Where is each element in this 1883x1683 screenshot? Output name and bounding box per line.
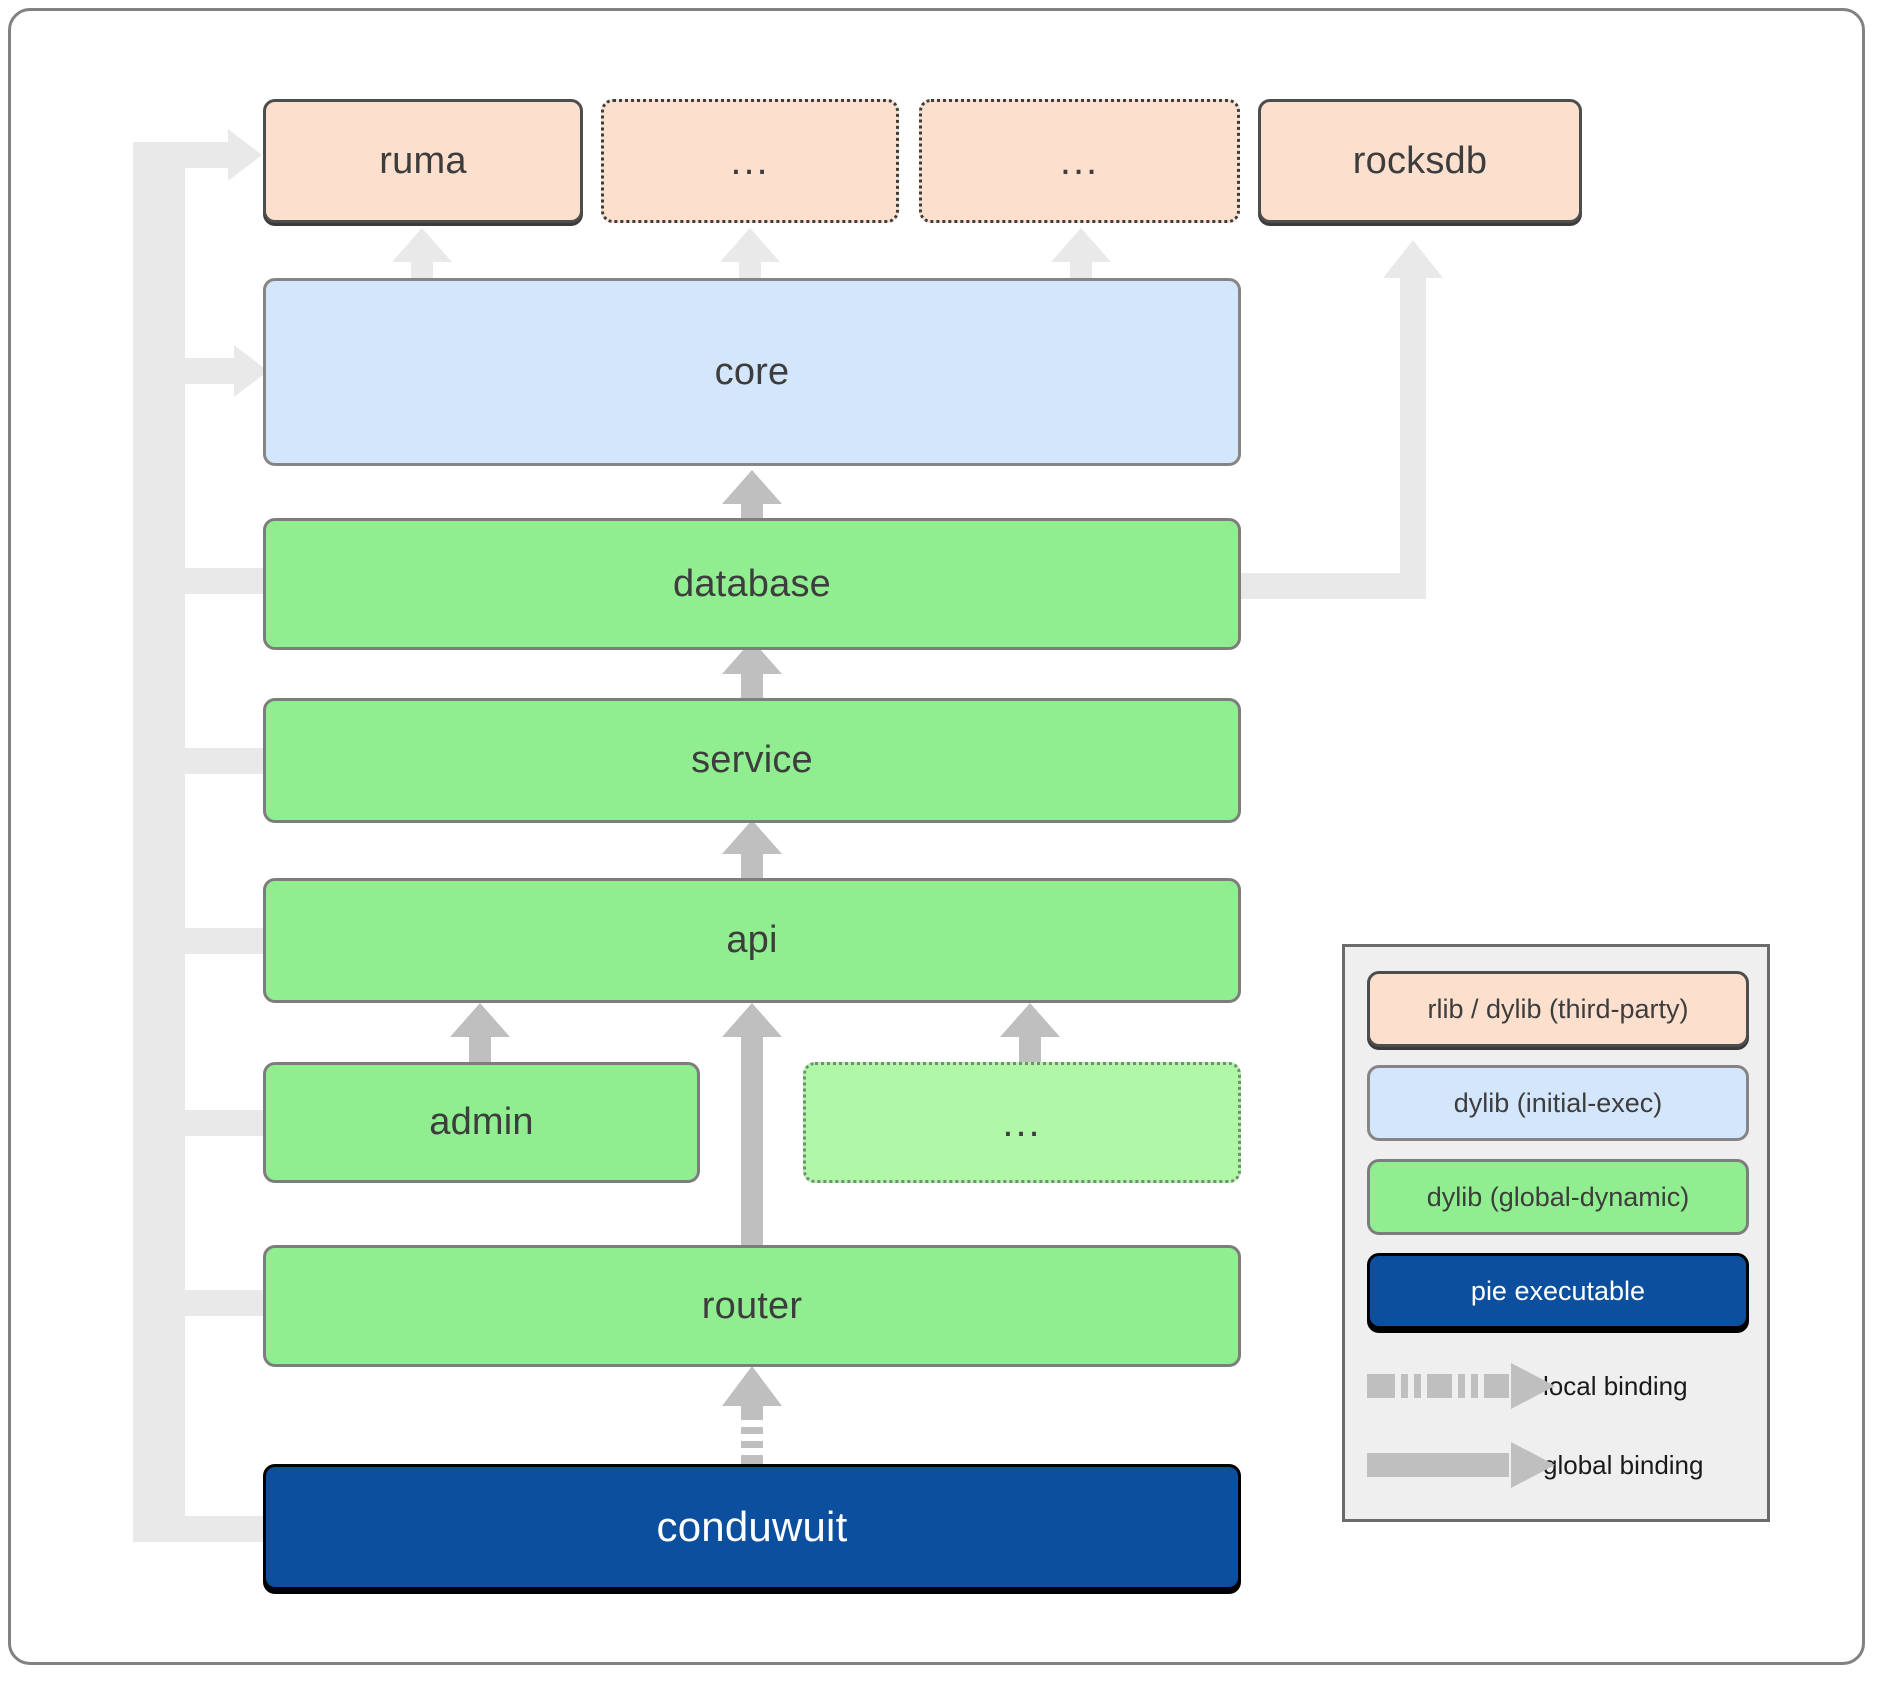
node-database[interactable]: database [263, 518, 1241, 650]
elbow-database-horizontal [1238, 573, 1426, 599]
arrow-core-to-ruma [392, 228, 452, 280]
legend-swatch-initial-exec: dylib (initial-exec) [1367, 1065, 1749, 1141]
node-router[interactable]: router [263, 1245, 1241, 1367]
node-label: admin [429, 1101, 534, 1143]
node-label: ... [1002, 1100, 1042, 1145]
node-label: ruma [379, 139, 467, 182]
legend-swatch-label: dylib (initial-exec) [1453, 1087, 1663, 1118]
node-core[interactable]: core [263, 278, 1241, 466]
spine-base-conduwuit [133, 1516, 265, 1542]
node-label: api [726, 919, 778, 961]
node-label: database [673, 562, 831, 605]
node-label: service [691, 739, 813, 781]
legend-swatch-global-dynamic: dylib (global-dynamic) [1367, 1159, 1749, 1235]
node-third-a[interactable]: ... [601, 99, 899, 223]
node-third-b[interactable]: ... [919, 99, 1240, 223]
legend-row-local-binding: local binding [1367, 1355, 1753, 1417]
legend-row-global-binding: global binding [1367, 1434, 1753, 1496]
node-label: rocksdb [1352, 139, 1488, 182]
legend-swatch-label: rlib / dylib (third-party) [1427, 993, 1689, 1024]
arrow-conduwuit-to-router [722, 1366, 782, 1406]
node-admin[interactable]: admin [263, 1062, 700, 1183]
arrow-head [722, 1366, 782, 1406]
legend-panel: rlib / dylib (third-party) dylib (initia… [1342, 944, 1770, 1522]
node-service[interactable]: service [263, 698, 1241, 823]
arrow-api-extra-to-api [1000, 1003, 1060, 1063]
legend-arrow-label: local binding [1543, 1370, 1688, 1401]
node-rocksdb[interactable]: rocksdb [1258, 99, 1582, 223]
arrow-core-to-third-a [720, 228, 780, 280]
arrow-admin-to-api [450, 1003, 510, 1063]
node-label: ... [1059, 139, 1100, 183]
arrow-api-to-service [722, 820, 782, 878]
arrow-head [1051, 228, 1111, 262]
node-label: conduwuit [656, 1503, 848, 1550]
arrow-dash-seg-2 [741, 1427, 763, 1434]
arrow-dash-seg-3 [741, 1441, 763, 1448]
node-conduwuit[interactable]: conduwuit [263, 1464, 1241, 1590]
legend-swatch-label: dylib (global-dynamic) [1426, 1181, 1690, 1212]
legend-swatch-pie-executable: pie executable [1367, 1253, 1749, 1329]
arrow-shaft [741, 1021, 763, 1246]
arrow-head [722, 820, 782, 854]
arrow-head [720, 228, 780, 262]
arrow-head [392, 228, 452, 262]
node-label: core [714, 350, 790, 393]
node-label: ... [730, 139, 770, 183]
global-binding-arrow-icon [1367, 1442, 1555, 1488]
elbow-arrowhead-rocksdb [1383, 240, 1443, 278]
spine-branch-database [159, 568, 265, 594]
local-binding-arrow-icon [1367, 1363, 1555, 1409]
legend-swatch-label: pie executable [1470, 1275, 1646, 1306]
node-ruma[interactable]: ruma [263, 99, 583, 223]
arrow-head [722, 1003, 782, 1037]
node-label: router [701, 1284, 803, 1327]
arrow-head [722, 470, 782, 504]
spine-branch-admin [159, 1110, 265, 1136]
spine-arrowhead-core [234, 345, 268, 397]
arrow-database-to-core [722, 470, 782, 522]
arrow-head [450, 1003, 510, 1037]
spine-branch-ruma [133, 142, 243, 168]
spine-trunk-outer [133, 142, 159, 1542]
legend-swatch-third-party: rlib / dylib (third-party) [1367, 971, 1749, 1047]
spine-arrowhead-ruma [228, 129, 262, 181]
arrow-core-to-third-b [1051, 228, 1111, 280]
spine-branch-api [159, 928, 265, 954]
legend-arrow-label: global binding [1543, 1449, 1704, 1480]
spine-branch-router [159, 1290, 265, 1316]
node-api[interactable]: api [263, 878, 1241, 1003]
elbow-database-vertical [1400, 275, 1426, 599]
spine-branch-service [159, 748, 265, 774]
node-api-extra[interactable]: ... [803, 1062, 1241, 1183]
arrow-head [1000, 1003, 1060, 1037]
arrow-router-to-api [722, 1003, 782, 1246]
arrow-dash-seg-1 [741, 1406, 763, 1420]
